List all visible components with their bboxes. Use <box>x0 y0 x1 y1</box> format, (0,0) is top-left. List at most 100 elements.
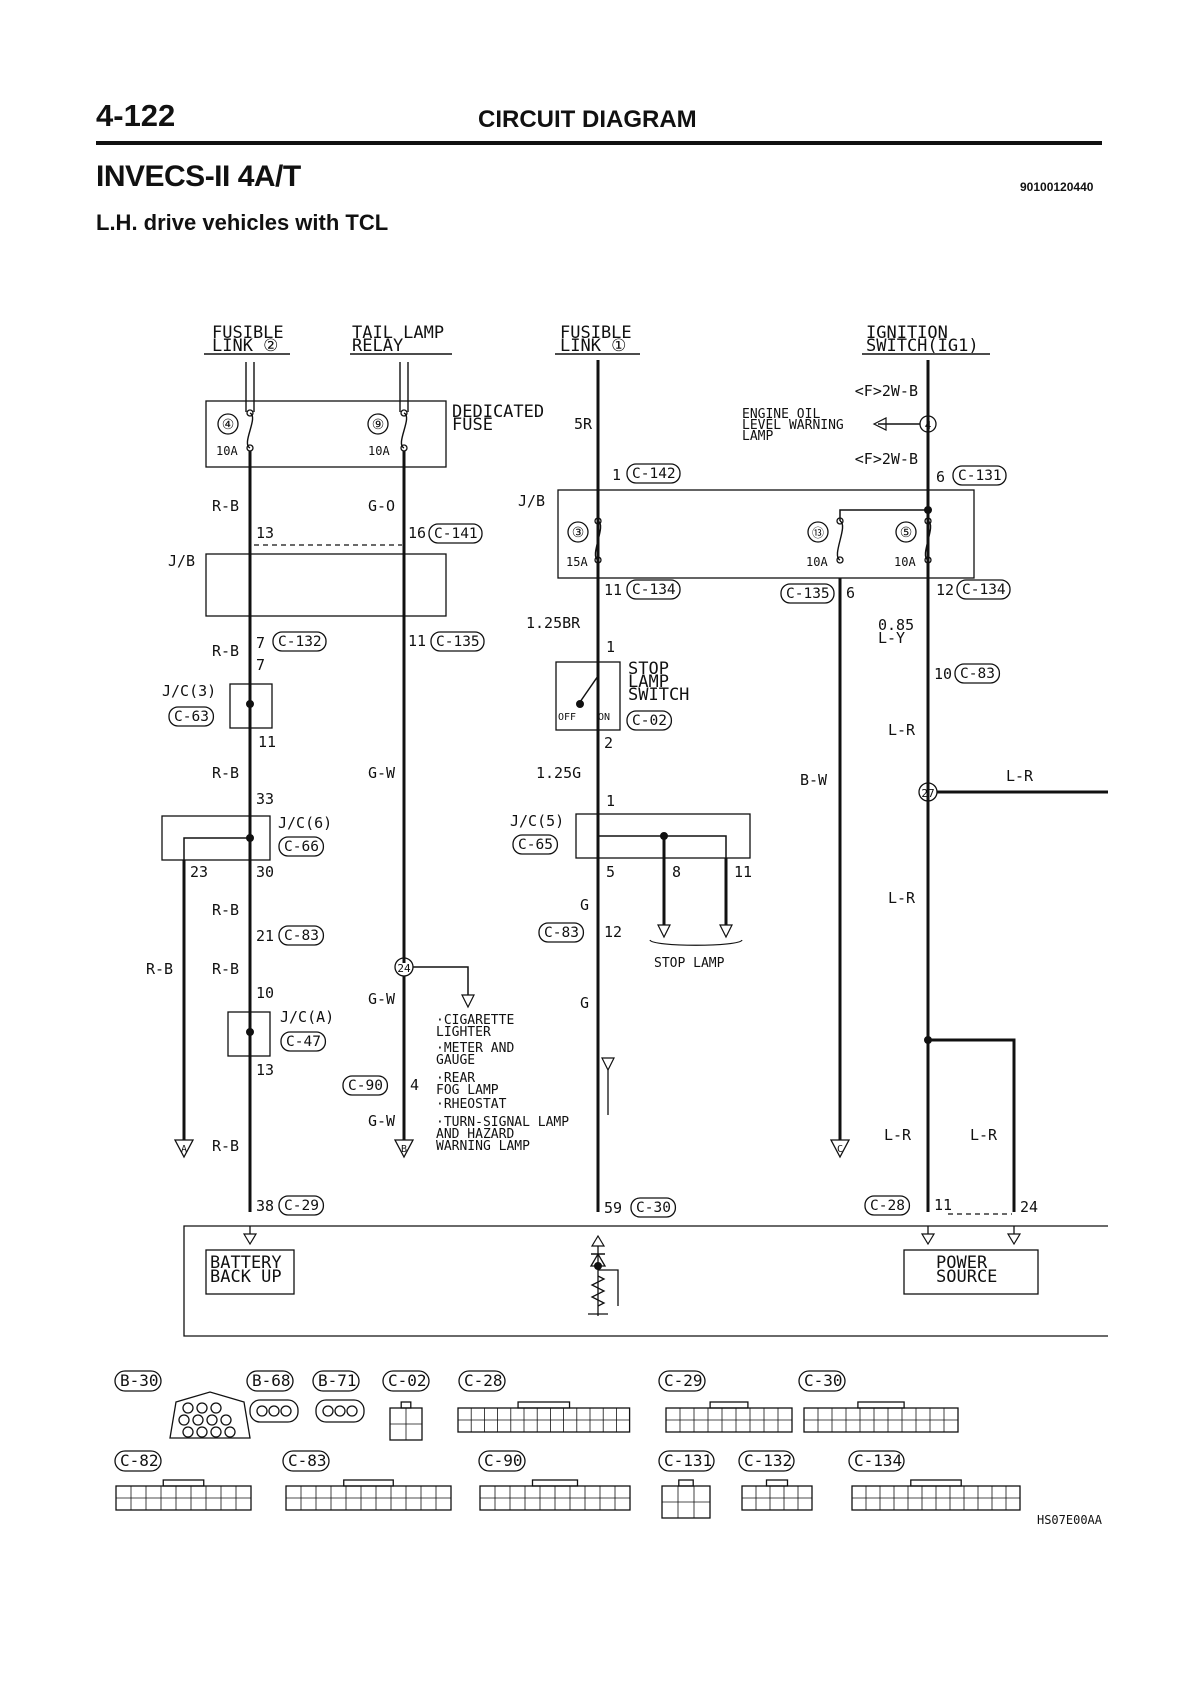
jc6-label: J/C(6) <box>278 814 332 832</box>
ignition-switch-label-line-0: IGNITION <box>866 323 948 343</box>
wire-jc6-23 <box>183 837 250 1140</box>
fuse-13-number: ⑬ <box>812 526 824 540</box>
splice-27: 27 <box>921 787 934 800</box>
wire-125br-label: 1.25BR <box>526 614 581 632</box>
cig-item-1-line-0: ·METER AND <box>436 1041 514 1056</box>
view-c29-label-frame <box>658 1370 706 1392</box>
cig-item-0-line-1: LIGHTER <box>436 1025 491 1040</box>
jb-left-box <box>205 553 447 617</box>
pin-12b: 12 <box>936 581 954 599</box>
section-title: INVECS-II 4A/T <box>96 160 301 193</box>
continuation-a: A <box>181 1144 187 1155</box>
fuse-9-term-top <box>400 409 408 417</box>
wire-lr-label-5: L-R <box>970 1126 998 1144</box>
pin-11c: 11 <box>604 581 622 599</box>
splice-24: 24 <box>397 962 411 975</box>
view-c82-grid-key <box>162 1479 205 1487</box>
cig-item-0-line-0: ·CIGARETTE <box>436 1013 514 1028</box>
jb-right-box <box>557 489 975 579</box>
continuation-c-triangle <box>829 1139 851 1159</box>
conn-c29-frame <box>278 1195 325 1216</box>
view-c131-grid-key <box>678 1479 694 1487</box>
view-c132-label: C-132 <box>744 1451 792 1470</box>
jca-label: J/C(A) <box>280 1008 334 1026</box>
conn-c131: C-131 <box>958 468 1002 484</box>
conn-c135-frame <box>430 631 485 652</box>
arrow-stop-lamp-b <box>719 924 733 939</box>
pin-33: 33 <box>256 790 274 808</box>
view-b30-housing <box>169 1391 251 1439</box>
view-c131-label-frame <box>658 1450 715 1472</box>
jb-right-bus <box>839 490 929 521</box>
view-b30-cavity <box>182 1426 194 1438</box>
pin-11d: 11 <box>734 863 752 881</box>
pin-30: 30 <box>256 863 274 881</box>
view-c02-grid-key <box>400 1401 412 1409</box>
diagram-code: HS07E00AA <box>1037 1513 1103 1527</box>
view-c83-label-frame <box>282 1450 330 1472</box>
power-source-label-line-1: SOURCE <box>936 1267 997 1287</box>
pin-6a: 6 <box>936 468 945 486</box>
conn-c83-center: C-83 <box>544 925 579 941</box>
pin-2: 2 <box>604 734 613 752</box>
conn-c132: C-132 <box>278 634 322 650</box>
conn-c141: C-141 <box>434 526 478 542</box>
pin-8: 8 <box>672 863 681 881</box>
jc3-box <box>229 683 273 729</box>
conn-c66: C-66 <box>284 839 319 855</box>
engine-oil-warning-label-line-2: LAMP <box>742 429 773 444</box>
view-b68-label: B-68 <box>252 1371 291 1390</box>
conn-c63: C-63 <box>174 709 209 725</box>
dedicated-fuse-label-line-0: DEDICATED <box>452 402 544 422</box>
pin-59: 59 <box>604 1199 622 1217</box>
view-c90-grid-key <box>531 1479 579 1487</box>
jca-dot <box>246 1028 254 1036</box>
wire-splice24-branch <box>413 966 469 995</box>
conn-c90: C-90 <box>348 1078 383 1094</box>
view-b30-cavity <box>196 1402 208 1414</box>
fuse-4-number: ④ <box>222 417 235 433</box>
wire-125g-label: 1.25G <box>536 764 581 782</box>
conn-c83-left: C-83 <box>284 928 319 944</box>
cig-item-4-line-2: WARNING LAMP <box>436 1139 530 1154</box>
fusible-link-2-label-line-0: FUSIBLE <box>212 323 284 343</box>
view-c131-label: C-131 <box>664 1451 712 1470</box>
wire-rb-label-6: R-B <box>212 960 239 978</box>
document-id: 90100120440 <box>1020 180 1094 194</box>
cig-item-1-line-1: GAUGE <box>436 1053 475 1068</box>
wire-lr-label-1: L-R <box>888 721 916 739</box>
wire-rb-label-5: R-B <box>146 960 173 978</box>
switch-pivot <box>576 700 584 708</box>
tail-lamp-relay-label-line-0: TAIL LAMP <box>352 323 444 343</box>
sensor-bypass <box>598 1269 619 1306</box>
conn-c47-frame <box>280 1031 327 1052</box>
pin-11e: 11 <box>934 1196 952 1214</box>
pin-7a: 7 <box>256 634 265 652</box>
jc5-label: J/C(5) <box>510 812 564 830</box>
fusible-link-1-label-line-0: FUSIBLE <box>560 323 632 343</box>
fuse-3-term-top <box>594 517 602 525</box>
fuse-5-number: ⑤ <box>900 525 913 541</box>
ecu-pin-38-term <box>242 1233 258 1246</box>
conn-c66-frame <box>278 836 325 857</box>
jc6-box <box>161 815 271 861</box>
view-b30-label-frame <box>114 1370 162 1392</box>
wire-5r-label: 5R <box>574 415 593 433</box>
battery-backup-label-line-1: BACK UP <box>210 1267 282 1287</box>
sensor-arrow <box>601 1057 615 1072</box>
view-b30-cavity <box>192 1414 204 1426</box>
sensor-node <box>594 1262 602 1270</box>
cig-item-4-line-0: ·TURN-SIGNAL LAMP <box>436 1115 569 1130</box>
wire-lr-label-3: L-R <box>888 889 916 907</box>
wire-085-label-line-0: 0.85 <box>878 616 914 634</box>
pin-24: 24 <box>1020 1198 1038 1216</box>
view-b71-housing <box>315 1399 365 1423</box>
wire-power-branch <box>928 1038 1016 1212</box>
pin-1b: 1 <box>606 638 615 656</box>
view-c30-label: C-30 <box>804 1371 843 1390</box>
fusible-link-1-label-line-1: LINK ① <box>560 336 626 356</box>
arrow-cig-lighter <box>461 994 475 1009</box>
conn-c83-center-frame <box>538 922 585 943</box>
sensor-resistor <box>590 1275 606 1307</box>
